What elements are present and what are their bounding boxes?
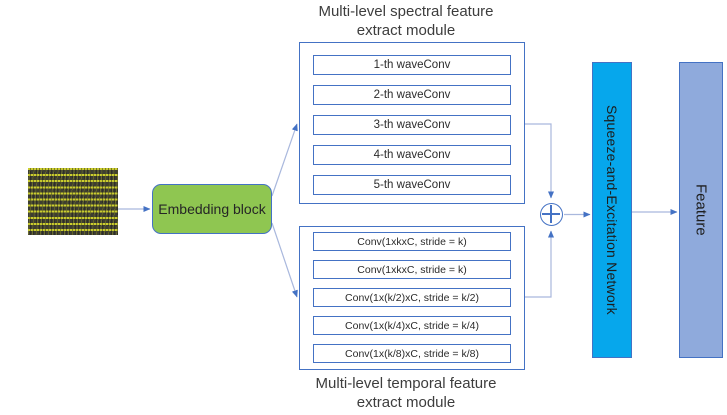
connector-embedding-to-spectral (271, 123, 298, 197)
feature-block[interactable]: Feature (679, 62, 723, 358)
plus-vertical-bar (550, 205, 552, 223)
connector-spectral-to-merge (525, 123, 555, 199)
squeeze-and-excitation-network-block[interactable]: Squeeze-and-Excitation Network (592, 62, 632, 358)
merge-plus-icon (540, 203, 563, 226)
connector-temporal-to-merge (525, 230, 555, 298)
spectral-layer-1[interactable]: 1-th waveConv (313, 55, 511, 75)
spectral-layer-5[interactable]: 5-th waveConv (313, 175, 511, 195)
spectral-layer-3[interactable]: 3-th waveConv (313, 115, 511, 135)
embedding-block[interactable]: Embedding block (152, 184, 272, 234)
spectral-layer-4[interactable]: 4-th waveConv (313, 145, 511, 165)
temporal-layer-5[interactable]: Conv(1x(k/8)xC, stride = k/8) (313, 344, 511, 363)
temporal-layer-2[interactable]: Conv(1xkxC, stride = k) (313, 260, 511, 279)
eeg-wave-texture (28, 168, 118, 235)
spectral-layer-2[interactable]: 2-th waveConv (313, 85, 511, 105)
temporal-layer-3[interactable]: Conv(1x(k/2)xC, stride = k/2) (313, 288, 511, 307)
temporal-layer-1[interactable]: Conv(1xkxC, stride = k) (313, 232, 511, 251)
temporal-module-title: Multi-level temporal feature extract mod… (315, 375, 497, 411)
se-network-label: Squeeze-and-Excitation Network (604, 105, 620, 315)
spectral-module-title: Multi-level spectral feature extract mod… (318, 3, 494, 39)
connector-embedding-to-temporal (271, 222, 298, 298)
eeg-signal-image (28, 168, 118, 235)
temporal-layer-4[interactable]: Conv(1x(k/4)xC, stride = k/4) (313, 316, 511, 335)
feature-label: Feature (692, 184, 710, 236)
